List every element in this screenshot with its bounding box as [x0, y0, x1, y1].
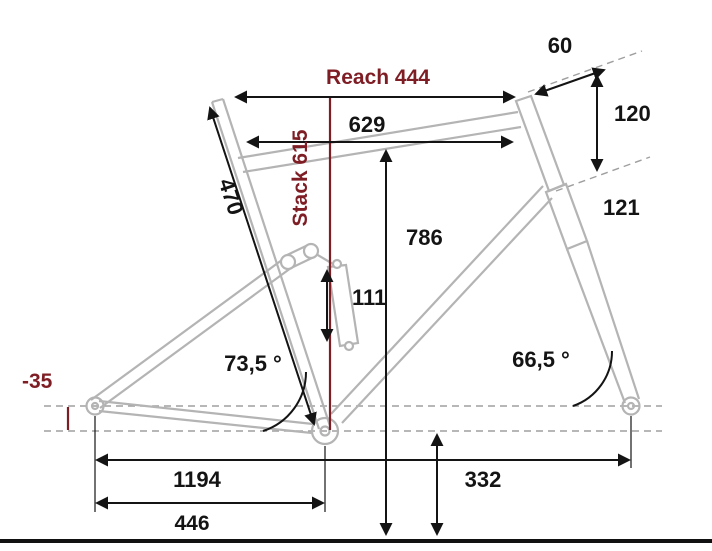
bb-drop-label: -35 [22, 370, 53, 393]
rear-axle [85, 396, 105, 416]
head-tube [514, 94, 566, 193]
seat-tube-arrow [207, 106, 317, 426]
shock-eyelet [331, 258, 343, 270]
standover-label: 786 [406, 225, 443, 250]
fork-legs [565, 240, 641, 404]
reach-label: Reach 444 [326, 66, 430, 89]
stem-arrow [534, 67, 606, 97]
rear-shock [326, 258, 360, 352]
accent-measurement-lines [66, 97, 332, 430]
head-angle-arc [572, 350, 614, 407]
rocker-pivot [302, 242, 320, 260]
fork-crown [544, 182, 589, 251]
chainstay-label: 446 [174, 512, 209, 535]
stem-label: 60 [548, 33, 572, 58]
seat-tube-label: 470 [214, 175, 249, 218]
seat-stays [90, 256, 296, 409]
wheelbase-label: 1194 [173, 467, 221, 492]
head-angle-label: 66,5 ° [512, 347, 570, 372]
shock-label: 111 [352, 285, 386, 310]
rocker-pivot [279, 253, 297, 271]
down-tube [330, 185, 553, 424]
seat-angle-label: 73,5 ° [224, 351, 282, 376]
seat-tube [210, 97, 332, 430]
head-tube-label: 121 [603, 195, 640, 220]
stack-label: Stack 615 [289, 129, 312, 226]
top-tube-label: 629 [349, 112, 386, 137]
dimension-lines [94, 67, 632, 536]
head-bottom-reference-line [555, 156, 651, 192]
bike-frame-drawing [85, 94, 641, 446]
bb-height-label: 332 [465, 467, 502, 492]
dimension-labels: Reach 444 Stack 615 629 470 786 111 73,5… [22, 33, 651, 535]
bottom-bracket [310, 416, 340, 446]
head-top-reference-line [527, 50, 643, 93]
seat-angle-arc [262, 371, 307, 432]
reference-lines [44, 50, 662, 432]
head-top-label: 120 [614, 101, 651, 126]
shock-eyelet [343, 340, 355, 352]
front-axle [621, 396, 641, 416]
